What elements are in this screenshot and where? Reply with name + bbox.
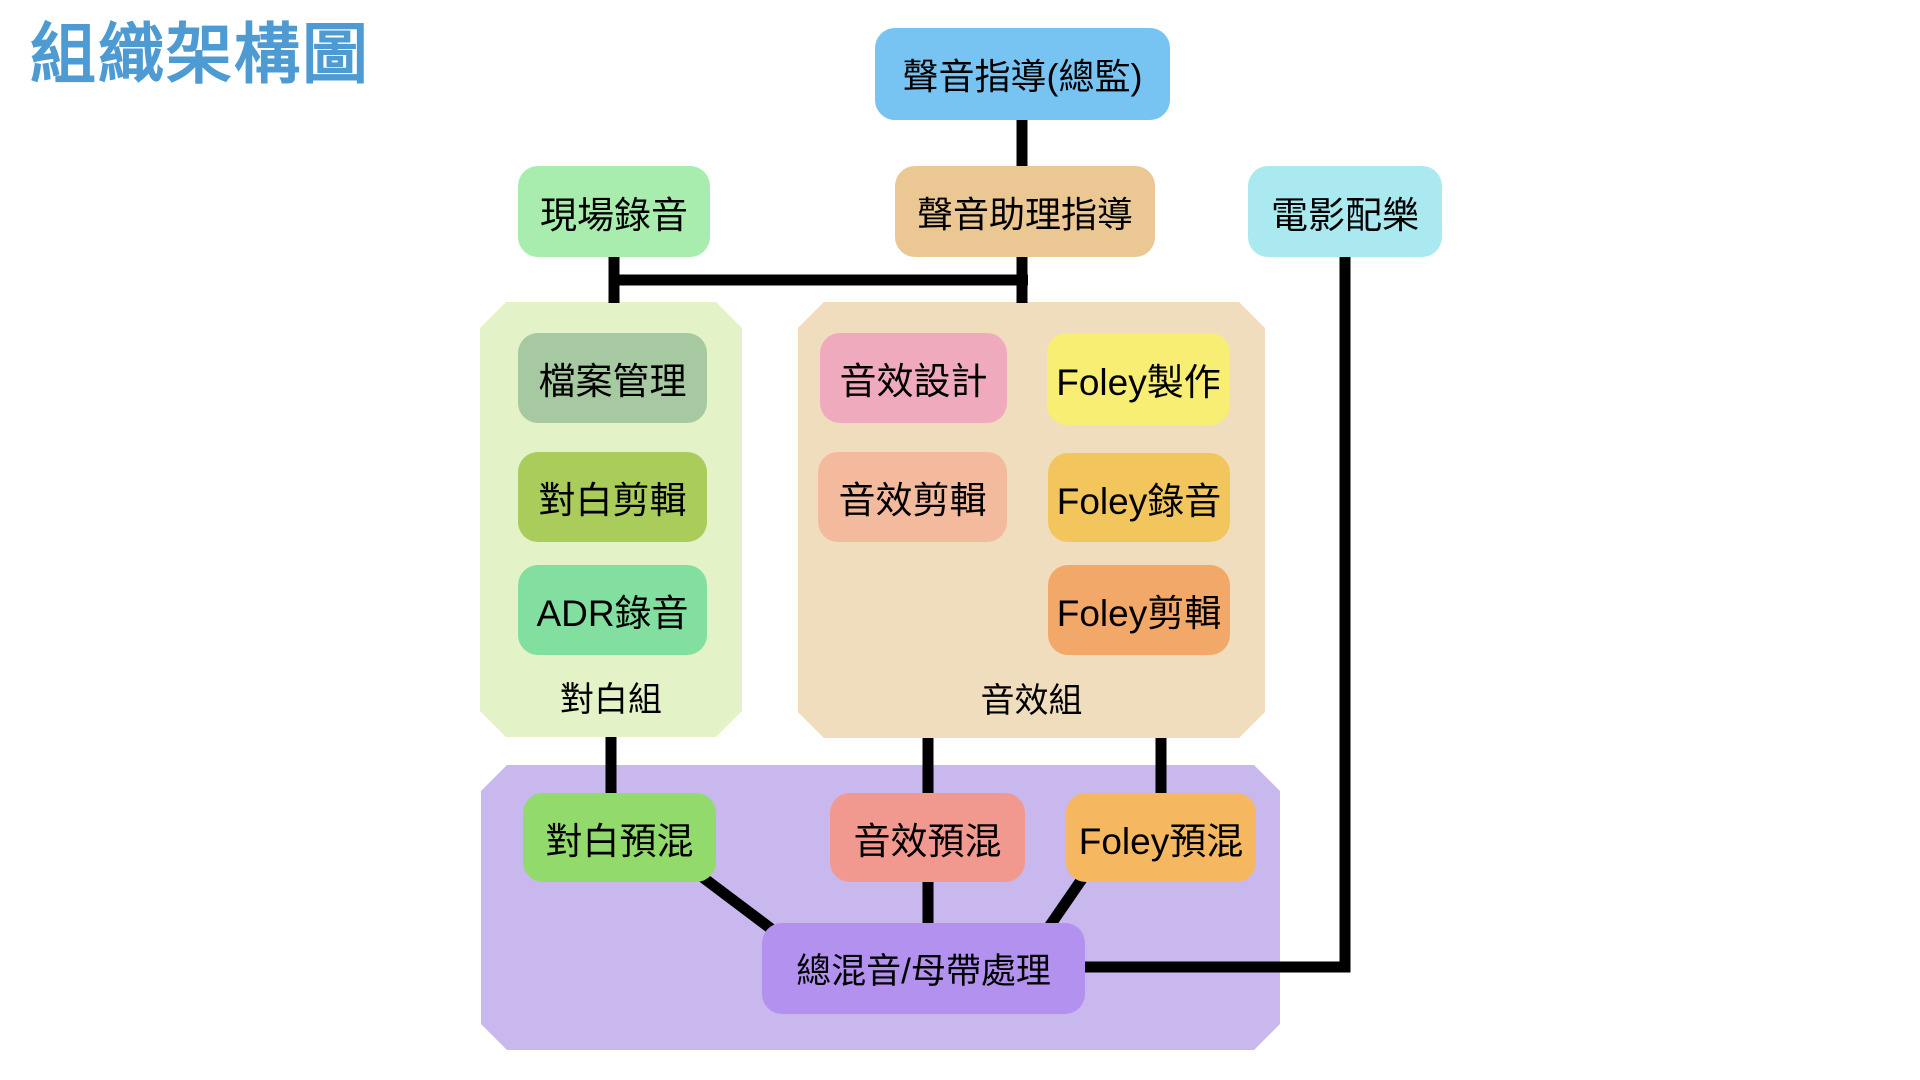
node-file-management: 檔案管理 xyxy=(518,333,707,423)
node-final-mix-mastering: 總混音/母帶處理 xyxy=(762,923,1085,1014)
node-sfx-editing: 音效剪輯 xyxy=(818,452,1007,542)
group-dialog-label: 對白組 xyxy=(560,681,662,719)
node-assistant-sound-director: 聲音助理指導 xyxy=(895,166,1155,257)
node-foley-editing: Foley剪輯 xyxy=(1048,565,1230,655)
node-sfx-design: 音效設計 xyxy=(820,333,1007,423)
node-foley-premix: Foley預混 xyxy=(1066,793,1256,882)
node-dialogue-editing: 對白剪輯 xyxy=(518,452,707,542)
node-sfx-premix: 音效預混 xyxy=(830,793,1025,882)
node-film-score: 電影配樂 xyxy=(1248,166,1442,257)
node-sound-director: 聲音指導(總監) xyxy=(875,28,1170,120)
node-dialogue-premix: 對白預混 xyxy=(523,793,716,882)
page-title: 組織架構圖 xyxy=(30,17,370,91)
node-location-recording: 現場錄音 xyxy=(518,166,710,257)
group-sound-effects-label: 音效組 xyxy=(980,682,1083,720)
node-adr-recording: ADR錄音 xyxy=(518,565,707,655)
node-foley-recording: Foley錄音 xyxy=(1048,453,1230,542)
node-foley-production: Foley製作 xyxy=(1047,333,1230,425)
